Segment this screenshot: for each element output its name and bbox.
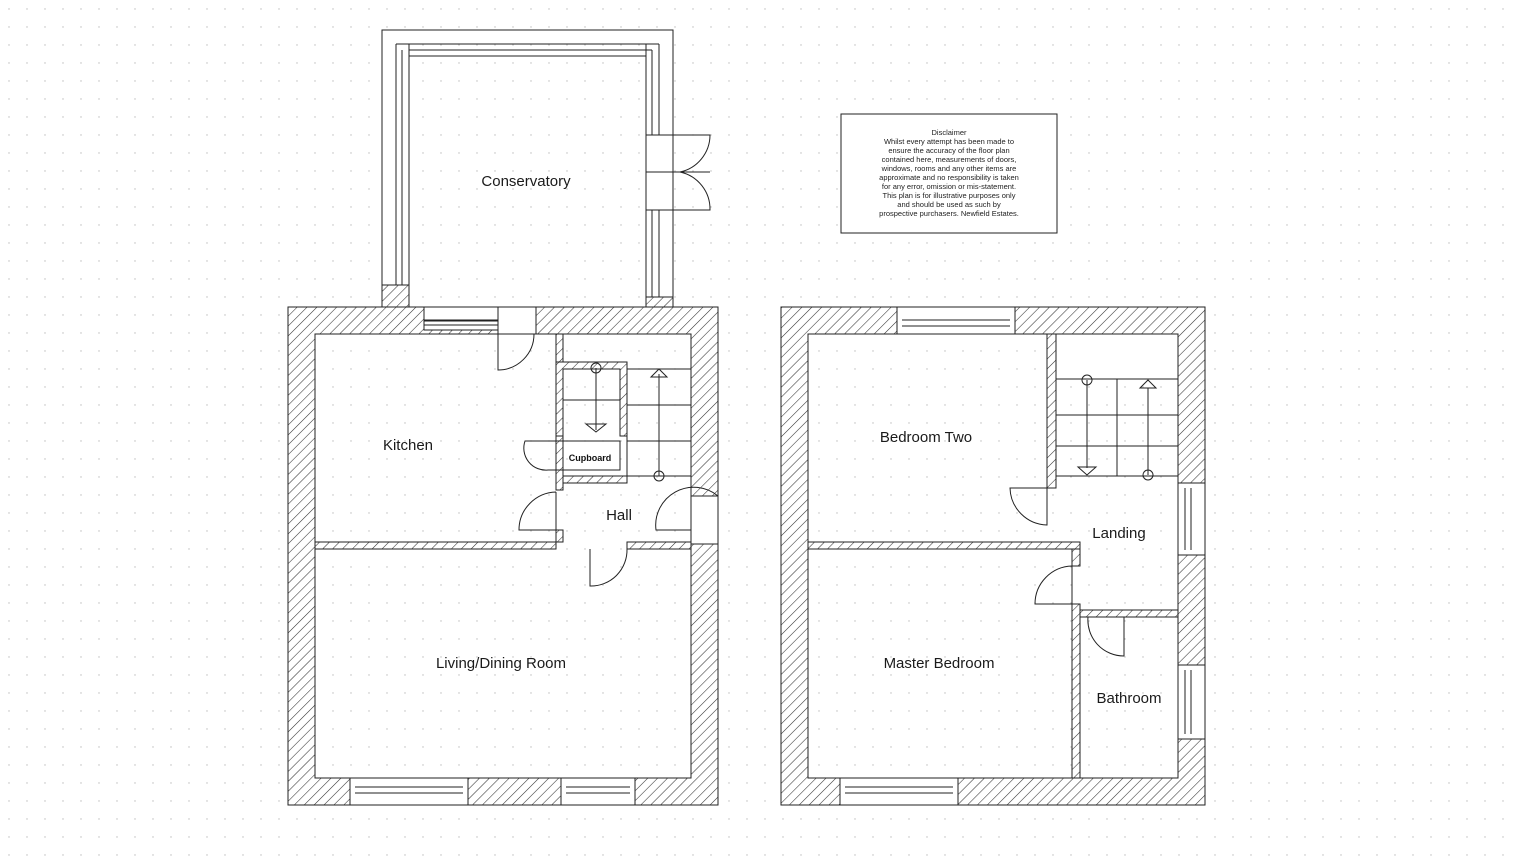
cupboard-label: Cupboard <box>569 453 612 463</box>
disclaimer-line: for any error, omission or mis-statement… <box>882 182 1016 191</box>
first-floor: Bedroom Two Landing Master Bedroom Bathr… <box>780 306 1206 806</box>
master-window <box>839 777 959 806</box>
disclaimer-line: contained here, measurements of doors, <box>882 155 1017 164</box>
landing-label: Landing <box>1092 525 1145 542</box>
ground-outer-wall <box>287 306 719 806</box>
ground-floor: Cupboard Conservatory Kitchen Hall Livin… <box>287 29 719 806</box>
living-dining-label: Living/Dining Room <box>436 655 566 672</box>
hall-label: Hall <box>606 507 632 524</box>
disclaimer-box: Disclaimer Whilst every attempt has been… <box>840 113 1058 234</box>
disclaimer-line: approximate and no responsibility is tak… <box>879 173 1019 182</box>
disclaimer-line: ensure the accuracy of the floor plan <box>888 146 1009 155</box>
kitchen-label: Kitchen <box>383 437 433 454</box>
disclaimer-line: prospective purchasers. Newfield Estates… <box>879 209 1019 218</box>
bedroom-two-label: Bedroom Two <box>880 429 972 446</box>
living-window-right <box>560 777 636 806</box>
conservatory-label: Conservatory <box>481 173 571 190</box>
ground-stairs <box>626 368 691 482</box>
disclaimer-line: Whilst every attempt has been made to <box>884 137 1014 146</box>
bathroom-label: Bathroom <box>1096 690 1161 707</box>
first-stairs <box>1055 333 1179 481</box>
disclaimer-line: and should be used as such by <box>897 200 1001 209</box>
disclaimer-line: This plan is for illustrative purposes o… <box>883 191 1016 200</box>
living-window-left <box>349 777 469 806</box>
master-bedroom-label: Master Bedroom <box>884 655 995 672</box>
disclaimer-title: Disclaimer <box>931 128 967 137</box>
disclaimer-line: windows, rooms and any other items are <box>881 164 1017 173</box>
